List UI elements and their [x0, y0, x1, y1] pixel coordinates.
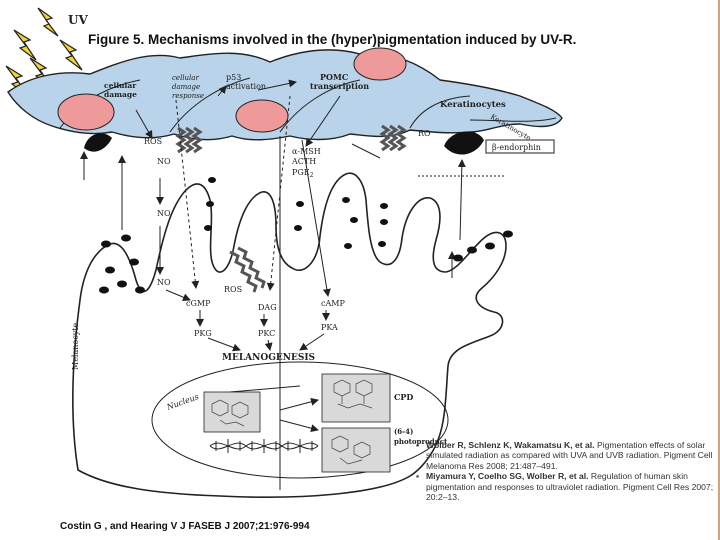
- acth-label: ACTH: [291, 157, 316, 166]
- melanosome: [350, 217, 358, 223]
- pka-label: PKA: [321, 323, 338, 332]
- cgmp-label: cGMP: [186, 299, 211, 308]
- ros-label-left: ROS: [144, 137, 162, 146]
- melanosome: [344, 243, 352, 249]
- beta-endorphin-box: [485, 139, 555, 154]
- melanosome: [296, 201, 304, 207]
- melanosome: [135, 286, 145, 294]
- melanosome: [204, 225, 212, 231]
- keratinocyte-nucleus: [235, 99, 289, 133]
- reference-bullet: ▪: [416, 471, 420, 482]
- pkc-label: PKC: [258, 329, 275, 338]
- melanosome: [208, 177, 216, 183]
- photoproduct-label: photoproduct: [394, 437, 448, 446]
- cpd-structure-box: [321, 373, 391, 423]
- melanogenesis-label: MELANOGENESIS: [222, 353, 315, 363]
- cellular-damage-label: cellular damage: [104, 81, 139, 99]
- photoproduct-number-label: (6-4): [394, 427, 413, 436]
- reference-text: Pigmentation effects of solar simulated …: [426, 440, 713, 471]
- melanosome-dots: [99, 177, 513, 294]
- keratinocyte-nucleus: [57, 93, 115, 131]
- signaling-arrows: [80, 79, 506, 490]
- melanosome: [485, 242, 495, 250]
- ros-label-inner: ROS: [224, 285, 242, 294]
- melanosome: [342, 197, 350, 203]
- ros-label-right: RO: [418, 129, 431, 138]
- cpd-structure-sketch: [333, 379, 373, 409]
- dna-helix: [209, 439, 319, 453]
- melanosome: [117, 280, 127, 288]
- keratinocyte-nucleus: [353, 47, 407, 81]
- photoproduct-structure-box: [321, 427, 391, 473]
- melanocyte-body: [72, 172, 507, 498]
- keratinocyte-layer: [7, 49, 563, 141]
- dna-structure-sketch: [211, 399, 249, 427]
- pkg-label: PKG: [194, 329, 212, 338]
- melanosome: [105, 266, 115, 274]
- melanocyte-label: Melanocyte: [71, 323, 80, 370]
- cellular-damage-response-label: cellular damage response: [172, 74, 204, 100]
- melanosome: [206, 201, 214, 207]
- camp-label: cAMP: [321, 299, 345, 308]
- pge2-label: PGE2: [292, 168, 314, 179]
- p53-activation-label: p53 activation: [226, 73, 266, 91]
- slide-frame-accent: [718, 0, 720, 540]
- figure-citation: Costin G , and Hearing V J FASEB J 2007;…: [60, 521, 310, 532]
- melanosome: [453, 254, 463, 262]
- receptor-coils: [175, 124, 407, 293]
- no-label-upper: NO: [157, 157, 171, 166]
- beta-endorphin-label: β-endorphin: [492, 143, 541, 152]
- photoproduct-structure-sketch: [331, 435, 371, 465]
- melanocyte-nucleus: [151, 361, 449, 479]
- uv-label: UV: [68, 13, 88, 27]
- dag-label: DAG: [258, 303, 277, 312]
- reference-bullet: ▪: [416, 440, 420, 450]
- reference-text: Regulation of human skin pigmentation an…: [426, 471, 714, 503]
- reference-item: ▪ Miyamura Y, Coelho SG, Wolber R, et al…: [416, 471, 716, 502]
- references-list: ▪ Wolber R, Schlenz K, Wakamatsu K, et a…: [416, 440, 716, 502]
- melanosome: [380, 203, 388, 209]
- melanosome: [99, 286, 109, 294]
- pomc-transcription-label: POMC transcription: [310, 72, 369, 91]
- melanosome: [380, 219, 388, 225]
- melanosome: [121, 234, 131, 242]
- alpha-msh-label: α-MSH: [292, 147, 321, 156]
- slide-title: Figure 5. Mechanisms involved in the (hy…: [88, 32, 577, 47]
- melanosome: [467, 246, 477, 254]
- no-label-lower: NO: [157, 278, 171, 287]
- no-label-middle: NO: [157, 209, 171, 218]
- reference-authors: Miyamura Y, Coelho SG, Wolber R, et al.: [426, 471, 589, 482]
- melanosome: [101, 240, 111, 248]
- melanosome: [503, 230, 513, 238]
- melanocyte-dendrite-tip: [84, 133, 112, 152]
- melanosome: [129, 258, 139, 266]
- melanosome: [294, 225, 302, 231]
- cpd-label: CPD: [394, 392, 413, 402]
- melanosome: [378, 241, 386, 247]
- keratinocytes-label: Keratinocytes: [440, 100, 506, 110]
- reference-item: ▪ Wolber R, Schlenz K, Wakamatsu K, et a…: [416, 440, 716, 471]
- reference-authors: Wolber R, Schlenz K, Wakamatsu K, et al.: [426, 440, 595, 450]
- melanocyte-dendrite-tip: [444, 131, 484, 155]
